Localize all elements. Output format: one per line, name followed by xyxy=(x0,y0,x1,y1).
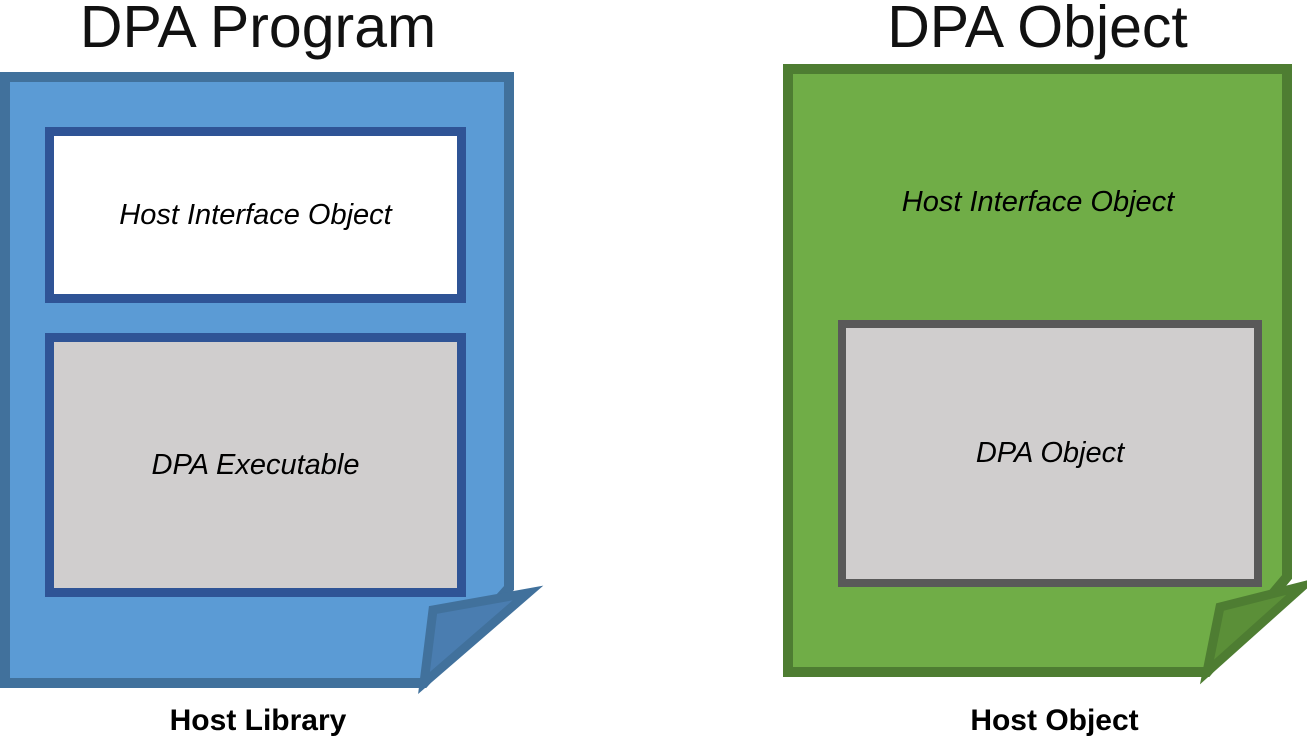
host-object-caption: Host Object xyxy=(970,704,1139,737)
dpa-object-label: DPA Object xyxy=(975,437,1125,469)
dpa-executable-box: DPA Executable xyxy=(45,333,466,597)
host-interface-object-box: Host Interface Object xyxy=(45,127,466,303)
host-interface-object-label: Host Interface Object xyxy=(119,198,392,231)
dpa-executable-label: DPA Executable xyxy=(151,448,360,481)
dpa-object-box: DPA Object xyxy=(838,320,1262,587)
host-interface-object-label: Host Interface Object xyxy=(901,186,1175,218)
dpa-object-title: DPA Object xyxy=(887,0,1188,60)
dpa-program-title: DPA Program xyxy=(79,0,437,60)
folded-corner-icon xyxy=(418,585,544,695)
folded-corner-icon xyxy=(1199,580,1307,685)
host-library-caption: Host Library xyxy=(169,704,347,737)
